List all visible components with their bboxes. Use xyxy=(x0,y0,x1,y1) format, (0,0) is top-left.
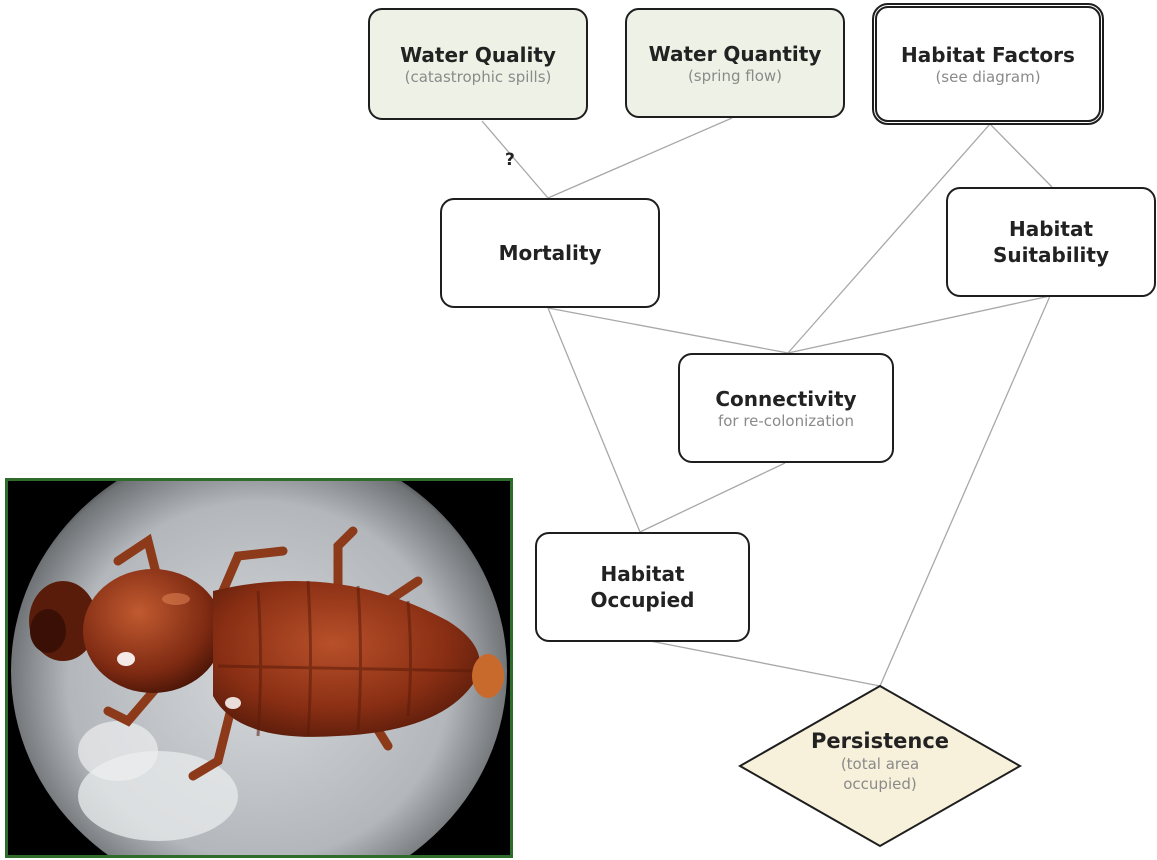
habitat-occupied-node: Habitat Occupied xyxy=(535,532,750,642)
link-suitability-persistence xyxy=(880,296,1050,686)
habitat-occupied-title-line1: Habitat xyxy=(600,561,684,587)
link-mortality-connectivity xyxy=(548,308,788,353)
link-mortality-occupied xyxy=(548,308,640,532)
link-occupied-persistence xyxy=(645,640,880,686)
link-habitatfactors-suitability xyxy=(990,124,1052,187)
uncertain-link-label: ? xyxy=(505,150,515,170)
link-suitability-connectivity xyxy=(788,296,1050,353)
water-quantity-subtitle: (spring flow) xyxy=(688,67,782,86)
connectivity-title: Connectivity xyxy=(715,386,856,412)
habitat-suitability-node: Habitat Suitability xyxy=(946,187,1156,297)
habitat-suitability-title-line2: Suitability xyxy=(993,242,1109,268)
habitat-occupied-title-line2: Occupied xyxy=(590,587,694,613)
persistence-node: Persistence (total area occupied) xyxy=(760,728,1000,794)
beetle-illustration xyxy=(8,481,510,855)
water-quantity-title: Water Quantity xyxy=(649,41,822,67)
water-quantity-node: Water Quantity (spring flow) xyxy=(625,8,845,118)
water-quality-node: Water Quality (catastrophic spills) xyxy=(368,8,588,120)
link-waterquantity-mortality xyxy=(548,118,732,198)
beetle-photo xyxy=(5,478,513,858)
persistence-subtitle-line1: (total area xyxy=(760,754,1000,774)
water-quality-subtitle: (catastrophic spills) xyxy=(405,68,552,87)
habitat-factors-node: Habitat Factors (see diagram) xyxy=(872,3,1104,125)
habitat-suitability-title-line1: Habitat xyxy=(1009,216,1093,242)
mortality-node: Mortality xyxy=(440,198,660,308)
mortality-title: Mortality xyxy=(499,240,602,266)
link-waterquality-mortality xyxy=(482,121,548,198)
water-quality-title: Water Quality xyxy=(400,42,556,68)
link-connectivity-occupied xyxy=(640,463,785,532)
connectivity-subtitle: for re-colonization xyxy=(718,412,854,431)
persistence-title: Persistence xyxy=(760,728,1000,754)
habitat-factors-title: Habitat Factors xyxy=(901,42,1075,68)
connectivity-node: Connectivity for re-colonization xyxy=(678,353,894,463)
persistence-subtitle-line2: occupied) xyxy=(760,774,1000,794)
habitat-factors-subtitle: (see diagram) xyxy=(935,68,1040,87)
